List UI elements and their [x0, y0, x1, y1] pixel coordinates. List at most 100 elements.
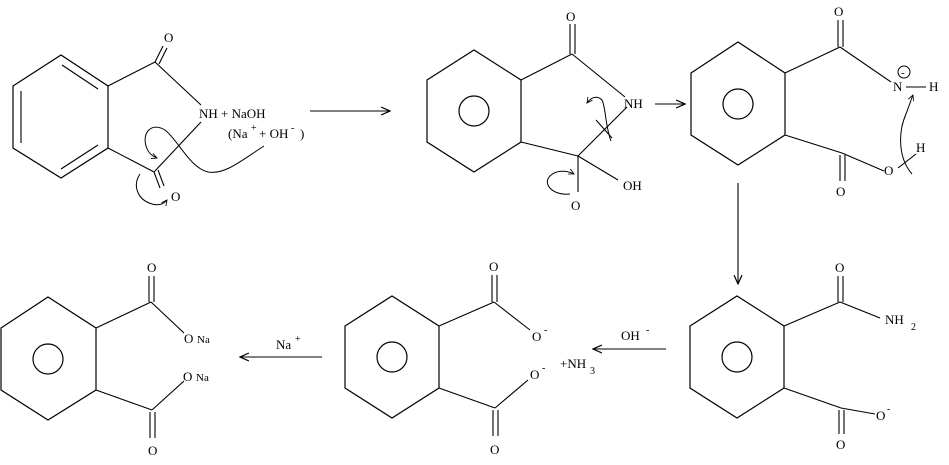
- oxygen-label: O: [147, 260, 156, 275]
- c-n-bond: [154, 61, 202, 106]
- oxygen-label: O: [489, 259, 498, 274]
- close-paren: ): [300, 126, 304, 141]
- oxygen-anion-label: O: [876, 408, 885, 423]
- ring-to-carboxyl-bond: [95, 389, 153, 411]
- aromatic-circle: [722, 88, 754, 120]
- sodium-ion-label: (Na: [228, 126, 248, 141]
- oxygen-label: O: [171, 189, 180, 204]
- c-o-bond: [841, 152, 885, 172]
- oxygen-label: O: [835, 260, 844, 275]
- benzene-ring-6: [0, 296, 97, 421]
- plus-charge: +: [251, 123, 257, 134]
- curly-arrow-alkoxide: [546, 171, 574, 195]
- ring-to-carbonyl-bond: [107, 61, 156, 87]
- ring-opened-intermediate: O N - H O O H: [690, 4, 938, 199]
- curly-arrow-hydroxide-attack: [144, 126, 265, 173]
- oxygen-label: O: [164, 30, 173, 45]
- oxygen-anion-label: O: [530, 367, 539, 382]
- oh-label: OH: [623, 178, 642, 193]
- oxygen-anion-label: O: [571, 198, 580, 213]
- curly-arrow-carbonyl: [136, 173, 167, 205]
- hydroxide-reagent: OH: [621, 328, 640, 343]
- oxygen-label: O: [836, 437, 845, 452]
- hydrogen-label: H: [929, 79, 938, 94]
- aromatic-circle: [32, 343, 64, 375]
- subscript: 2: [911, 322, 916, 333]
- oxygen-anion-label: O: [532, 329, 541, 344]
- curly-arrow-bond-break: [587, 97, 612, 142]
- hydrogen-label: H: [916, 140, 925, 155]
- aromatic-circle: [376, 341, 408, 373]
- sodium-phthalate: O O Na O Na O: [0, 260, 210, 458]
- oxygen-label: O: [884, 163, 893, 178]
- nh-label: NH: [199, 106, 218, 121]
- ring-to-carboxyl-bond: [784, 134, 843, 154]
- c-n-bond: [153, 121, 202, 173]
- nh-label: NH: [624, 96, 643, 111]
- ring-to-carbon-bond: [520, 141, 579, 157]
- ring-to-carbonyl-bond: [784, 46, 841, 74]
- sodium-label: Na: [197, 334, 210, 346]
- c-o-bond: [150, 301, 185, 334]
- carbonyl-bond: [157, 169, 165, 187]
- benzene-ring-1: [12, 54, 109, 179]
- oxygen-label: O: [834, 4, 843, 19]
- c-o-bond: [494, 379, 529, 409]
- c-o-bond: [840, 407, 876, 415]
- sodium-reagent: Na: [276, 337, 291, 352]
- curly-arrow-proton-transfer: [900, 95, 913, 175]
- nitrogen-label: N: [893, 79, 903, 94]
- carbonyl-bond: [158, 47, 168, 65]
- amine-label: NH: [885, 312, 904, 327]
- negative-charge: -: [542, 363, 545, 374]
- c-n-bond: [571, 53, 626, 98]
- minus-charge: -: [646, 325, 649, 336]
- tetrahedral-intermediate: O NH O OH: [426, 9, 643, 213]
- ring-to-carboxyl-bond: [783, 387, 842, 409]
- oxygen-label: O: [184, 331, 193, 346]
- negative-charge: -: [901, 67, 905, 79]
- aromatic-circle: [458, 95, 490, 127]
- ring-to-carboxyl-bond: [438, 387, 496, 409]
- plus-charge: +: [295, 334, 301, 345]
- ring-to-carbonyl-bond: [783, 301, 841, 327]
- o-h-bond: [897, 153, 917, 169]
- oxygen-label: O: [490, 442, 499, 457]
- c-n-bond: [839, 301, 881, 319]
- ring-to-carbonyl-bond: [520, 53, 573, 81]
- hydroxide-label: + OH: [259, 126, 288, 141]
- ring-to-carboxyl-bond: [95, 301, 152, 329]
- phthalate-dianion: O O - O - +NH 3 O: [344, 259, 595, 457]
- benzene-ring-2: [426, 49, 522, 173]
- c-o-bond: [493, 301, 531, 331]
- c-o-bond: [151, 380, 185, 411]
- aromatic-double-bond: [60, 144, 99, 170]
- negative-charge: -: [887, 404, 890, 415]
- oxygen-label: O: [836, 184, 845, 199]
- benzene-ring-4: [689, 295, 785, 419]
- c-oh-bond: [577, 155, 619, 181]
- ring-to-carboxyl-bond: [438, 301, 495, 327]
- oxygen-label: O: [566, 9, 575, 24]
- ammonia-label: +NH: [560, 356, 586, 371]
- aromatic-double-bond: [61, 64, 99, 90]
- phthalamate-anion: O NH 2 O O -: [689, 260, 916, 452]
- oxygen-label: O: [148, 443, 157, 458]
- negative-charge-circle: [897, 65, 911, 79]
- carbonyl-bond: [153, 171, 161, 189]
- negative-charge: -: [544, 325, 547, 336]
- benzene-ring-3: [690, 41, 786, 166]
- benzene-ring-5: [344, 295, 440, 419]
- sodium-label: Na: [196, 372, 209, 384]
- c-n-bond: [577, 106, 628, 157]
- ring-to-carbonyl-bond: [107, 147, 155, 173]
- minus-charge: -: [291, 123, 294, 134]
- oxygen-label: O: [183, 369, 192, 384]
- c-n-bond: [839, 46, 892, 83]
- phthalimide-molecule: O O NH + NaOH (Na + + OH - ): [12, 30, 304, 205]
- subscript: 3: [590, 366, 595, 377]
- aromatic-circle: [721, 341, 753, 373]
- naoh-label: + NaOH: [221, 106, 266, 121]
